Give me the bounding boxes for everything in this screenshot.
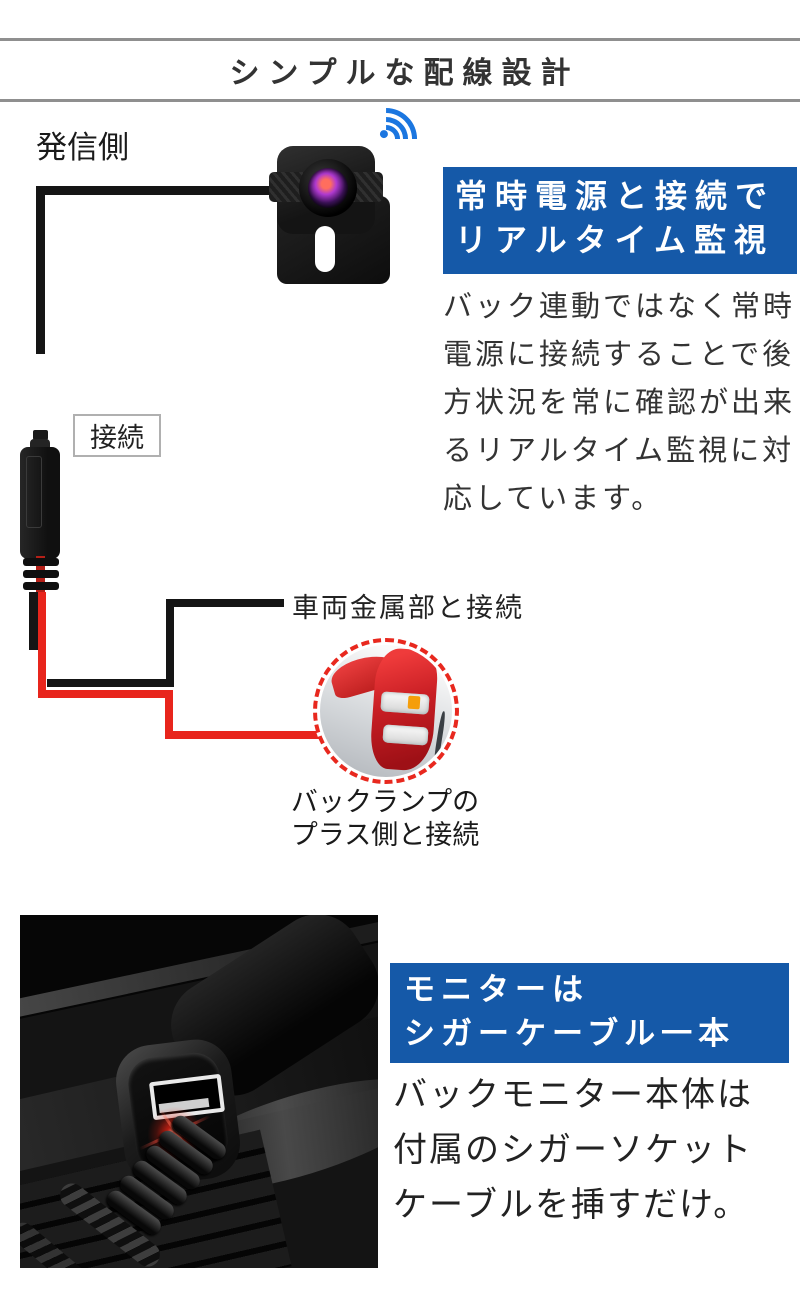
strain-relief-rib xyxy=(23,558,59,566)
male-plug xyxy=(29,352,54,432)
realtime-heading-line1: 常時電源と接続で xyxy=(455,178,776,214)
red-wire-vertical-2 xyxy=(165,690,173,739)
realtime-body-line: バック連動ではなく常時 xyxy=(443,291,796,323)
lamp-caption: バックランプの プラス側と接続 xyxy=(275,786,495,852)
camera-lens xyxy=(308,168,348,208)
connect-label: 接続 xyxy=(90,423,144,453)
camera-bracket-slot xyxy=(315,226,335,272)
realtime-heading-line2: リアルタイム監視 xyxy=(455,222,775,258)
realtime-body-line: るリアルタイム監視に対 xyxy=(443,435,795,467)
ground-connection-label: 車両金属部と接続 xyxy=(292,593,524,623)
connector-panel xyxy=(26,456,42,528)
black-wire-stub xyxy=(29,592,38,650)
tail-lamp-photo xyxy=(313,638,459,784)
strain-relief-rib xyxy=(23,582,59,590)
red-wire-vertical-1 xyxy=(38,592,46,698)
wifi-icon xyxy=(342,92,430,183)
transmitter-label: 発信側 xyxy=(36,130,129,165)
male-plug-tip xyxy=(33,430,48,440)
realtime-body-line: 方状況を常に確認が出来 xyxy=(443,387,796,419)
cigar-socket-photo xyxy=(20,915,378,1268)
tail-lamp-photo-inner xyxy=(320,645,452,777)
monitor-heading-box: モニターは シガーケーブル一本 xyxy=(390,963,789,1063)
monitor-body-line: ケーブルを挿すだけ。 xyxy=(393,1186,750,1224)
lamp-caption-line2: プラス側と接続 xyxy=(290,820,480,850)
strain-relief-rib xyxy=(23,570,59,578)
tail-lamp-segment xyxy=(382,723,429,746)
monitor-body-text: バックモニター本体は 付属のシガーソケット ケーブルを挿すだけ。 xyxy=(393,1068,793,1233)
realtime-body-line: 電源に接続することで後 xyxy=(443,339,795,371)
realtime-heading-box: 常時電源と接続で リアルタイム監視 xyxy=(443,167,797,274)
realtime-body-line: 応しています。 xyxy=(443,483,664,515)
connect-label-box: 接続 xyxy=(73,414,161,457)
ground-line-horizontal-high xyxy=(166,599,284,607)
lamp-caption-line1: バックランプの xyxy=(290,787,480,817)
tail-lamp-segment xyxy=(380,690,429,714)
monitor-body-line: バックモニター本体は xyxy=(393,1076,753,1114)
ground-line-horizontal-low xyxy=(47,679,174,687)
red-wire-horizontal-2 xyxy=(165,731,320,739)
camera-wire-vertical xyxy=(36,186,45,354)
ground-line-vertical xyxy=(166,601,174,687)
tail-lamp-indicator xyxy=(407,696,421,711)
camera-wire-horizontal xyxy=(40,186,288,195)
monitor-body-line: 付属のシガーソケット xyxy=(393,1131,753,1169)
monitor-heading-line2: シガーケーブル一本 xyxy=(404,1016,736,1051)
red-wire-horizontal-1 xyxy=(38,690,173,698)
monitor-heading-line1: モニターは xyxy=(404,972,589,1007)
car-body-edge xyxy=(433,710,448,767)
section-title: シンプルな配線設計 xyxy=(229,57,580,90)
realtime-body-text: バック連動ではなく常時 電源に接続することで後 方状況を常に確認が出来 るリアル… xyxy=(443,283,799,523)
section-header: シンプルな配線設計 xyxy=(0,38,800,102)
